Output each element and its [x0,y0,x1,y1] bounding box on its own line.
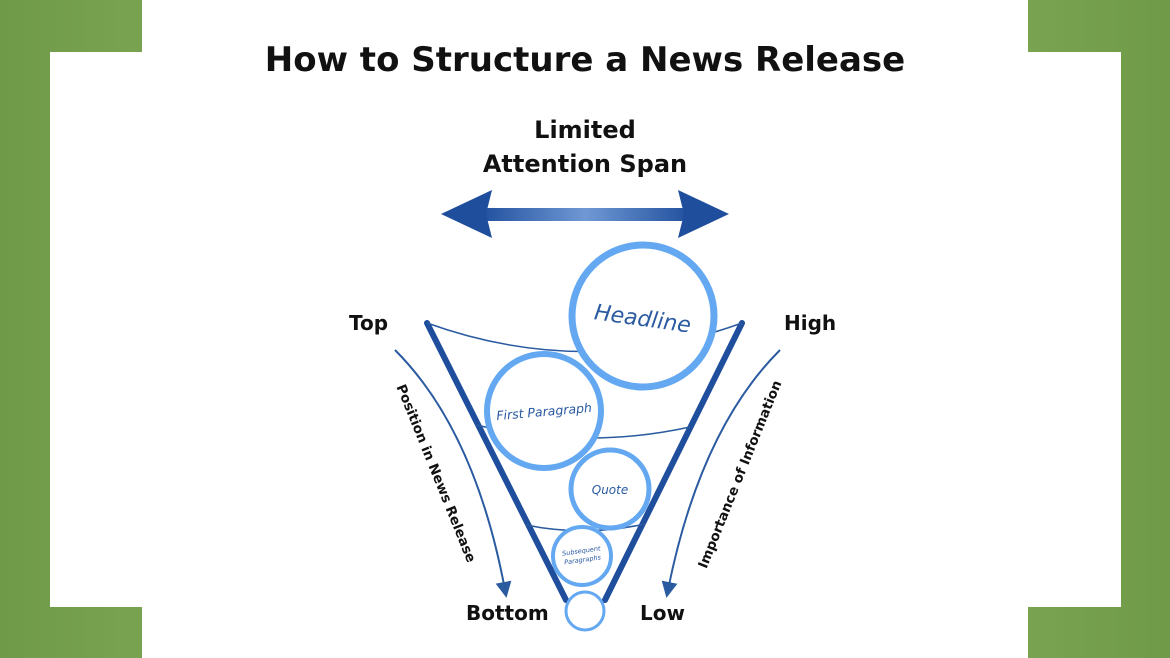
low-label: Low [640,601,685,625]
attention-span-label: Limited Attention Span [435,113,735,181]
subsequent-paragraphs-circle [551,525,613,587]
position-axis-label: Position in News Release [393,382,479,565]
bottom-label: Bottom [466,601,549,625]
importance-arrow [661,349,781,598]
funnel-right-side [602,320,745,603]
high-label: High [784,311,837,335]
bottom-small-circle [564,590,606,632]
attention-line-1: Limited [534,116,636,144]
attention-line-2: Attention Span [482,150,688,178]
position-arrow [394,349,512,598]
left-frame-inner [50,52,142,607]
attention-double-arrow [441,190,729,238]
page-title: How to Structure a News Release [264,40,906,80]
first-paragraph-circle [484,351,604,471]
funnel-left-side [424,320,569,603]
right-frame-inner [1028,52,1121,607]
quote-label: Quote [592,483,628,497]
top-label: Top [349,311,389,335]
importance-axis-label: Importance of Information [695,378,785,571]
headline-circle [568,241,718,391]
quote-circle [568,447,652,531]
